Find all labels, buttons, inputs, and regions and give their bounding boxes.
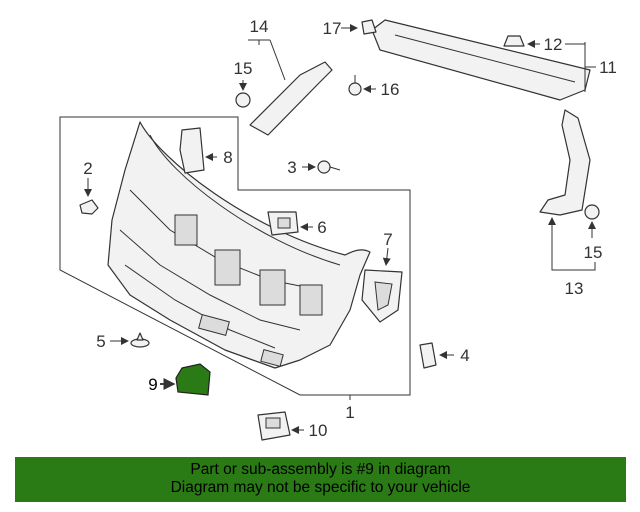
callout-1: 1 (345, 403, 354, 422)
callout-4: 4 (460, 346, 469, 365)
callout-16: 16 (381, 80, 400, 99)
callout-2: 2 (83, 159, 92, 178)
part-15-clip-left (235, 80, 251, 108)
callout-3: 3 (287, 158, 296, 177)
part-7-trim (361, 247, 403, 323)
callout-12: 12 (544, 35, 563, 54)
callout-14: 14 (250, 17, 269, 36)
part-5-clip (110, 332, 150, 348)
parts-diagram: 2 3 4 5 6 7 8 9 (59, 17, 617, 441)
banner-line-2: Diagram may not be specific to your vehi… (170, 479, 471, 496)
part-3-screw (302, 160, 341, 174)
callout-11: 11 (599, 58, 617, 77)
part-11-upper-trim (371, 19, 591, 101)
callout-6: 6 (317, 218, 326, 237)
assembly-outline (59, 116, 411, 396)
part-12-clip (503, 35, 540, 48)
part-8-bracket (179, 127, 217, 174)
callout-9: 9 (148, 375, 157, 394)
part-2-clip (79, 178, 99, 215)
part-4-bracket (419, 342, 454, 369)
part-16-screw (348, 75, 376, 96)
part-13-side-trim (539, 109, 591, 216)
callout-5: 5 (96, 332, 105, 351)
part-17-clip (341, 19, 377, 35)
part-14-pillar-trim (249, 61, 333, 136)
callout-17: 17 (323, 19, 342, 38)
liftgate-trim-panel (107, 121, 371, 369)
callout-8: 8 (223, 148, 232, 167)
part-6-handle (267, 211, 313, 236)
callout-13: 13 (565, 279, 584, 298)
callout-15b: 15 (584, 243, 603, 262)
callout-10: 10 (309, 421, 328, 440)
callout-7: 7 (383, 230, 392, 249)
info-banner: Part or sub-assembly is #9 in diagram Di… (15, 457, 626, 502)
part-15-clip-right (584, 204, 600, 238)
banner-line-1: Part or sub-assembly is #9 in diagram (190, 461, 451, 478)
callout-15a: 15 (234, 59, 253, 78)
part-10-clip (257, 411, 304, 441)
part-9-highlighted[interactable] (160, 363, 211, 396)
